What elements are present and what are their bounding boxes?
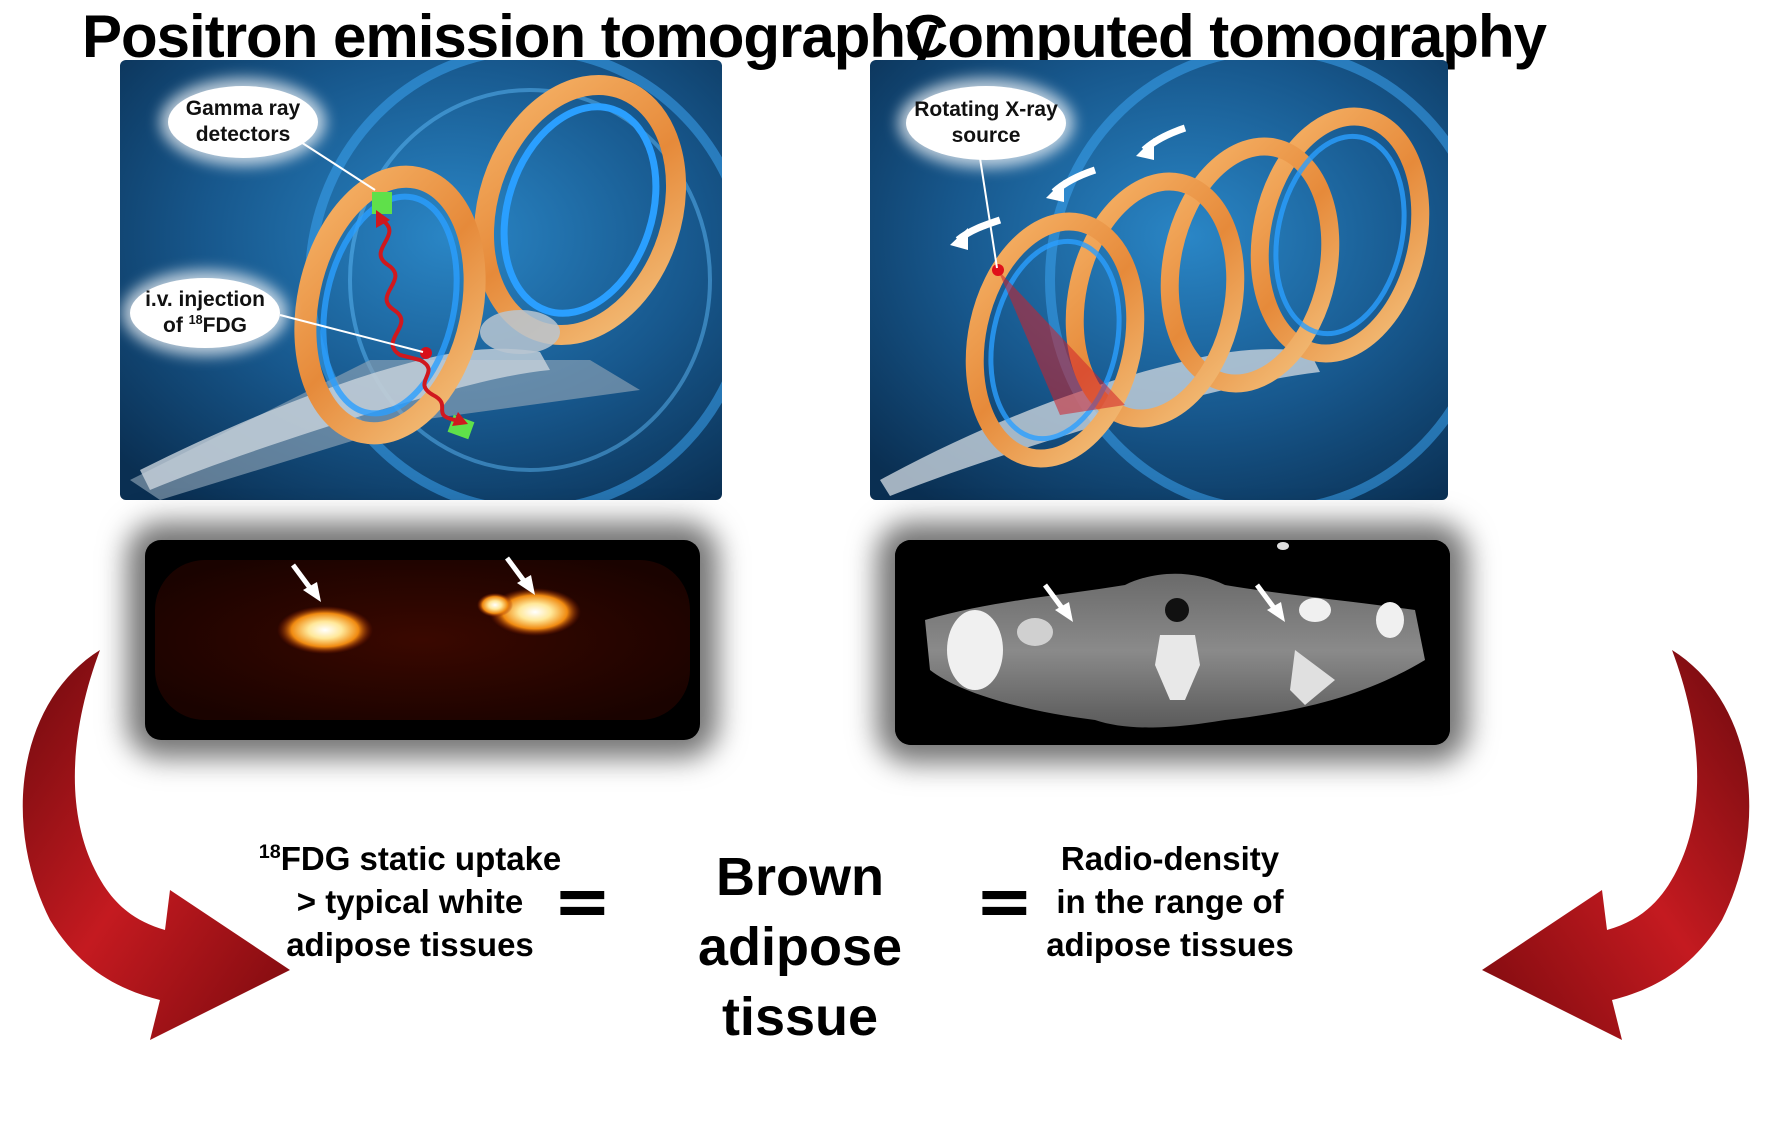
ct-scan-image	[895, 540, 1450, 745]
ct-criterion-line2: in the range of	[1056, 882, 1284, 920]
pet-criterion-line1: 18FDG static uptake	[258, 840, 562, 877]
gamma-ray-wave-icon	[378, 218, 456, 422]
ct-criterion-text: Radio-density in the range of adipose ti…	[1030, 838, 1310, 967]
ct-criterion-line3: adipose tissues	[1046, 925, 1294, 963]
ct-scan-graphic	[895, 540, 1450, 745]
callout-injection-line1: i.v. injection	[145, 287, 265, 311]
brown-adipose-tissue-label: Brown adipose tissue	[620, 842, 980, 1053]
callout-xray-source: Rotating X-ray source	[906, 86, 1066, 160]
ct-title: Computed tomography	[905, 3, 1547, 70]
brown-adipose-line2: tissue	[721, 987, 879, 1048]
pet-hotspot-left	[277, 606, 373, 654]
white-pointer-arrow-icon	[1042, 583, 1073, 622]
ct-scanner-illustration: Rotating X-ray source	[870, 60, 1448, 500]
white-pointer-arrow-icon	[290, 563, 321, 602]
callout-source-line1: Rotating X-ray	[914, 97, 1058, 121]
pet-hotspot-right	[489, 588, 581, 636]
pet-criterion-line3: adipose tissues	[286, 925, 534, 963]
equals-sign-left: =	[553, 860, 612, 942]
pet-criterion-text: 18FDG static uptake > typical white adip…	[250, 838, 570, 967]
ct-criterion-line1: Radio-density	[1060, 840, 1280, 877]
callout-gamma-line1: Gamma ray	[185, 96, 301, 120]
pet-scanner-illustration: Gamma ray detectors i.v. injection of 18…	[120, 60, 722, 500]
white-pointer-arrow-icon	[1254, 583, 1285, 622]
ct-scanner-graphic	[870, 60, 1448, 500]
xray-source-icon	[992, 264, 1004, 276]
equals-sign-right: =	[975, 860, 1034, 942]
brown-adipose-line1: Brown adipose	[697, 847, 903, 978]
callout-iv-injection: i.v. injection of 18FDG	[130, 278, 280, 348]
callout-gamma-detectors: Gamma ray detectors	[168, 86, 318, 158]
callout-injection-line2: of 18FDG	[163, 313, 247, 337]
detector-top-icon	[372, 192, 392, 214]
pet-criterion-line2: > typical white	[296, 882, 524, 920]
curved-red-arrow-icon	[1482, 650, 1750, 1040]
injection-point-icon	[420, 347, 432, 359]
callout-gamma-line2: detectors	[195, 123, 291, 146]
pet-scan-graphic	[155, 556, 690, 720]
pet-title: Positron emission tomography	[82, 3, 938, 70]
pet-scan-image	[145, 540, 700, 740]
callout-source-line2: source	[951, 124, 1021, 147]
white-pointer-arrow-icon	[504, 556, 535, 595]
xray-beam-icon	[998, 270, 1125, 415]
curved-red-arrow-icon	[22, 650, 291, 1040]
